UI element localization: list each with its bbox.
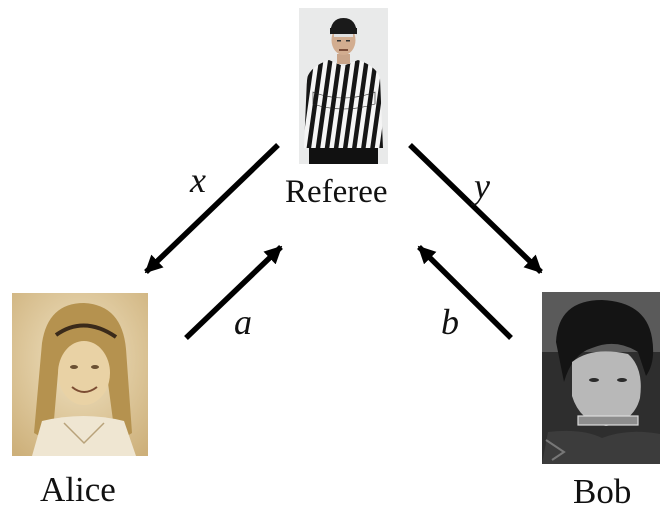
edge-y-arrow: [408, 143, 543, 274]
alice-label: Alice: [40, 470, 116, 506]
edge-a-arrow: [184, 245, 283, 340]
bob-photo: [542, 292, 660, 464]
referee-photo: [299, 8, 388, 164]
edge-x-label: x: [190, 160, 206, 200]
referee-label: Referee: [285, 174, 388, 210]
edge-b-arrow: [417, 245, 513, 340]
edge-y-label: y: [474, 166, 490, 206]
bob-label: Bob: [573, 472, 632, 506]
edge-b-label: b: [441, 302, 459, 342]
alice-photo: [12, 293, 148, 456]
edge-x-arrow: [144, 143, 280, 274]
edge-a-label: a: [234, 302, 252, 342]
